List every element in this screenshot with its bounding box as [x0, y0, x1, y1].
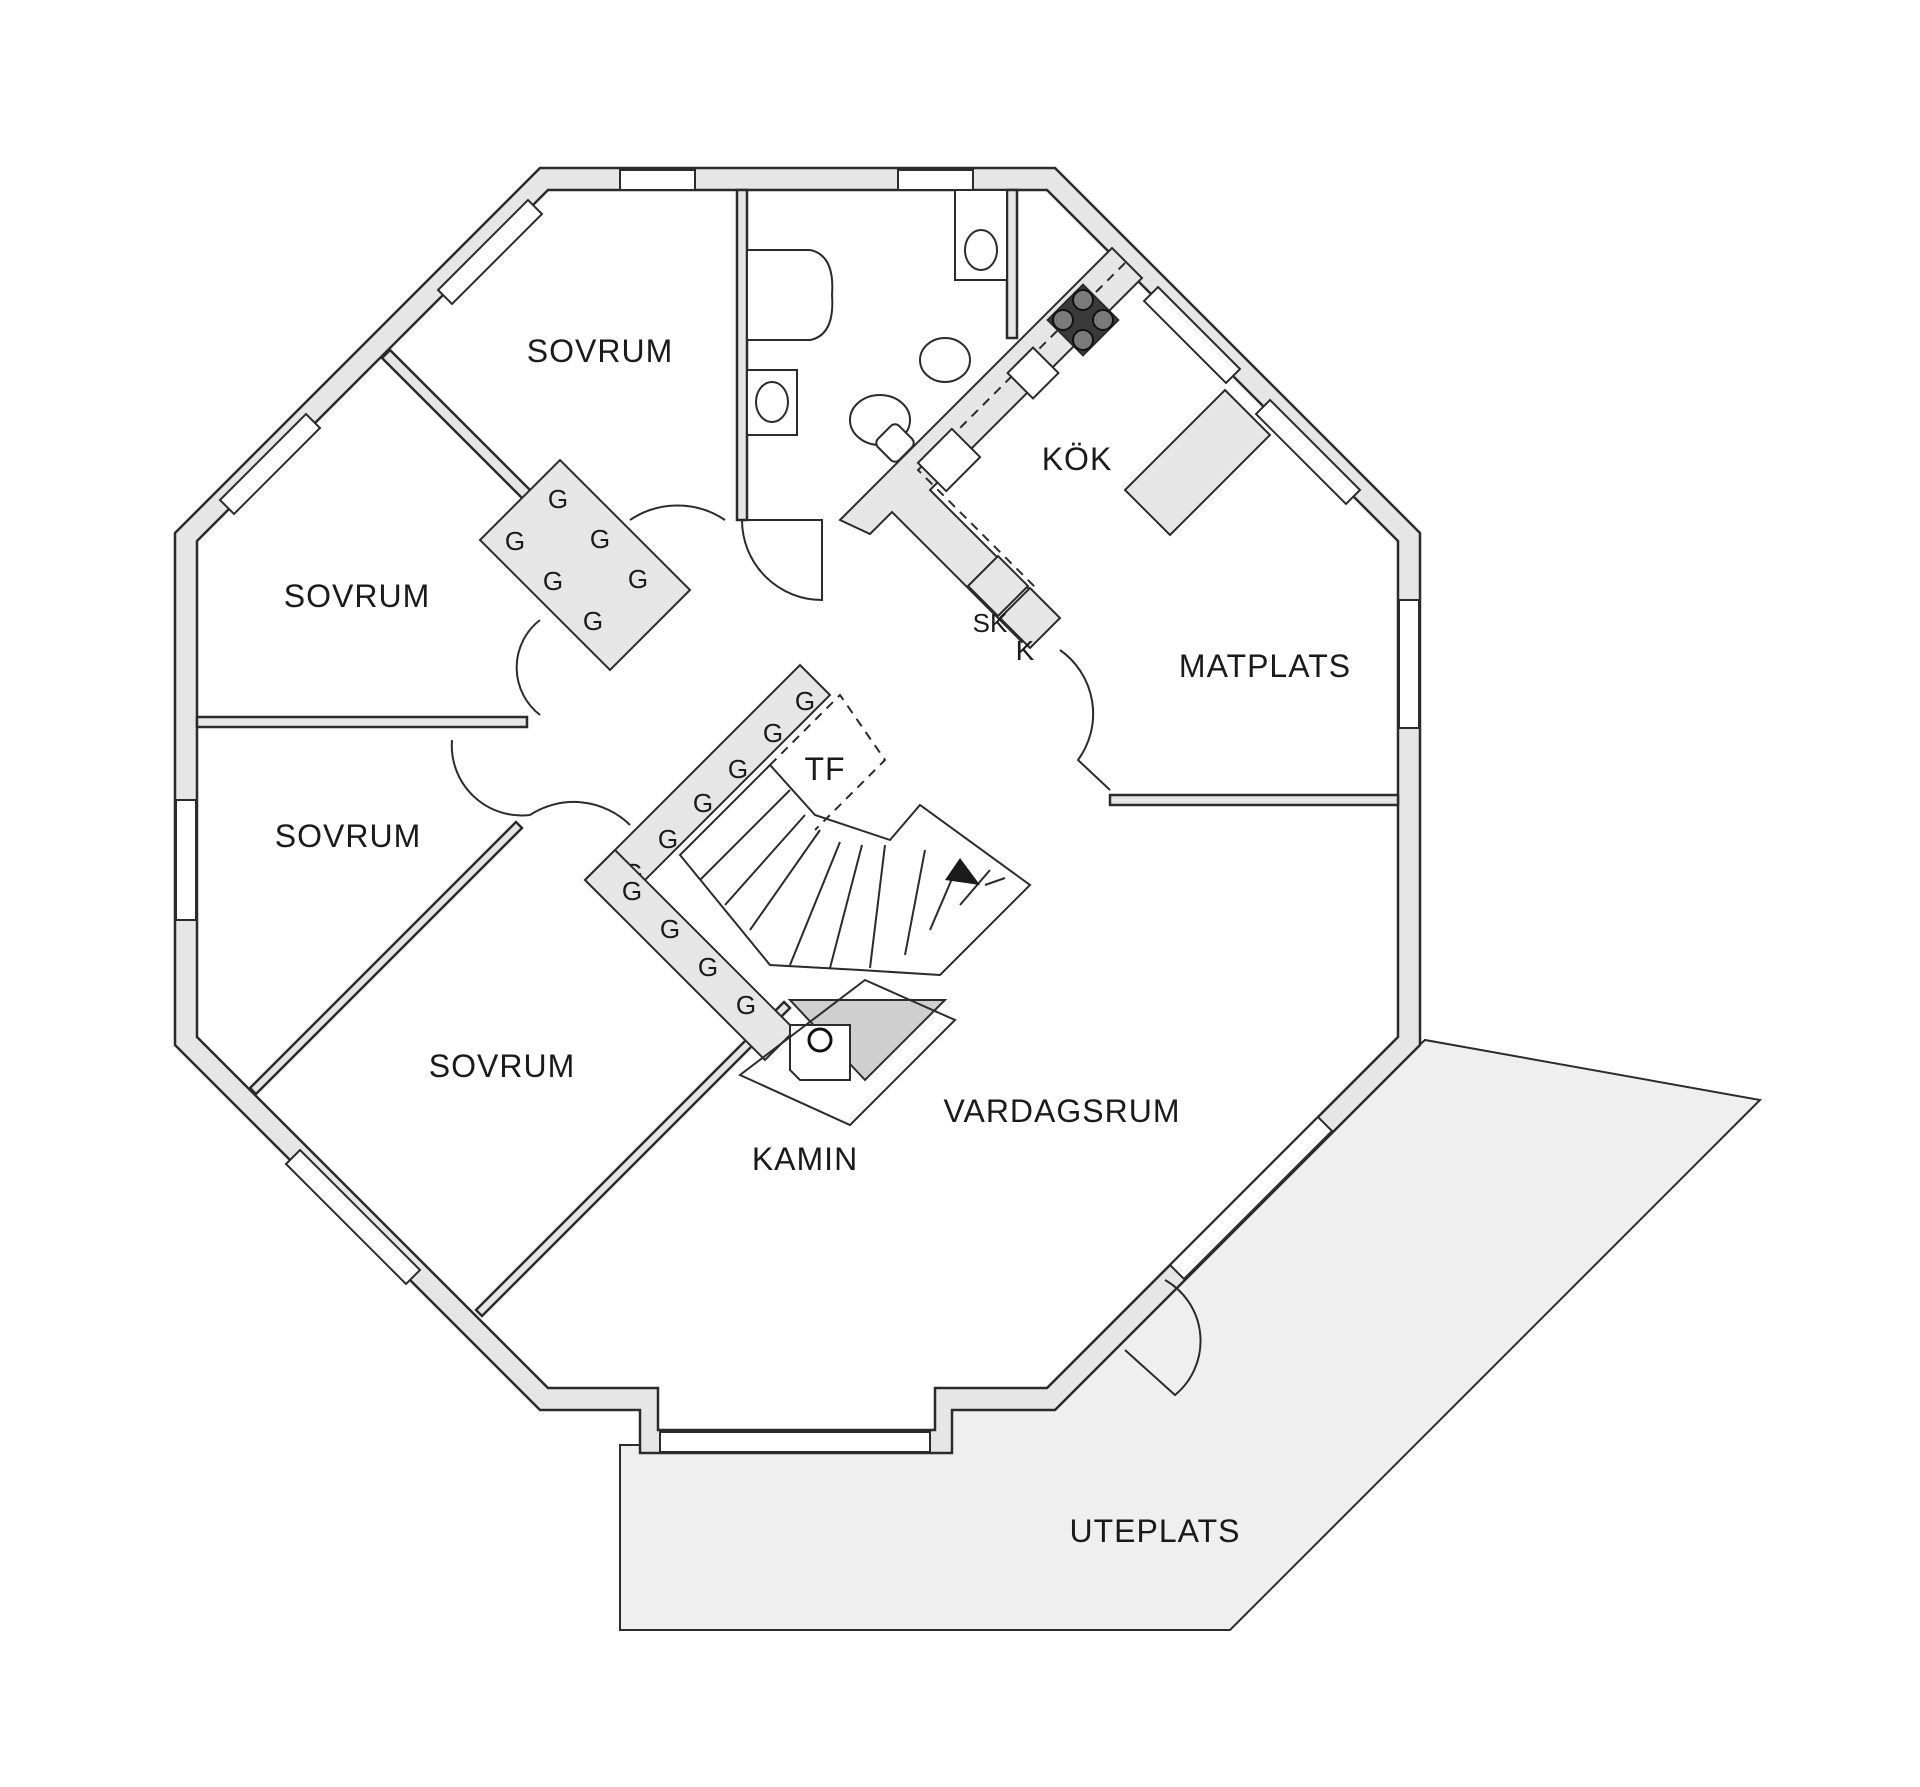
- wall-dining-living: [1108, 793, 1400, 807]
- door-bathroom[interactable]: [740, 519, 823, 602]
- washbasin-right-bowl: [964, 229, 998, 271]
- fireplace: [738, 978, 957, 1127]
- dishwasher-label: SK: [973, 608, 1008, 638]
- stove: [1046, 283, 1120, 357]
- door-bedroom-bottom[interactable]: [529, 800, 631, 826]
- door-bedroom-left-upper[interactable]: [515, 619, 541, 716]
- wardrobe-label: G: [622, 876, 642, 906]
- window-left-diag: [218, 412, 322, 516]
- bathroom-fixtures: [746, 189, 1008, 463]
- door-bedroom-left-lower[interactable]: [450, 739, 531, 817]
- burner-2: [1052, 309, 1074, 331]
- wardrobe-label: G: [763, 718, 783, 748]
- wardrobe-label: G: [583, 606, 603, 636]
- window-bottom: [659, 1431, 931, 1453]
- stair-direction-arrow: [945, 858, 980, 885]
- fridge-unit: [998, 586, 1062, 650]
- wall-bath-right: [1005, 188, 1019, 340]
- window-top-1: [619, 169, 696, 191]
- sink-double: [916, 427, 982, 493]
- kitchen: K SK: [838, 246, 1272, 666]
- sink-small: [1006, 346, 1060, 400]
- door-terrace[interactable]: [1124, 1279, 1202, 1397]
- wardrobe-label: G: [505, 526, 525, 556]
- window-tl-diag: [436, 198, 544, 306]
- wardrobe-label: G: [795, 686, 815, 716]
- label-fireplace: KAMIN: [752, 1141, 858, 1177]
- label-terrace: UTEPLATS: [1070, 1513, 1241, 1549]
- burner-1: [1072, 289, 1094, 311]
- stair-outline: [678, 763, 1032, 977]
- washbasin-left-bowl: [755, 381, 789, 423]
- counter-upper-cabinet-line: [916, 262, 1126, 591]
- door-bedroom-top[interactable]: [629, 504, 726, 521]
- fireplace-base: [738, 978, 957, 1127]
- wall-bath-left: [735, 188, 749, 522]
- label-living: VARDAGSRUM: [944, 1093, 1181, 1129]
- bidet: [919, 337, 971, 383]
- hatch-label: TF: [804, 751, 845, 787]
- window-br-diag: [1168, 1115, 1334, 1281]
- door-dining[interactable]: [1059, 649, 1111, 791]
- window-left: [175, 799, 197, 921]
- fireplace-flue: [807, 1027, 833, 1053]
- wall-diag-living: [474, 1000, 792, 1318]
- room-labels: SOVRUM SOVRUM SOVRUM SOVRUM KÖK MATPLATS…: [275, 333, 1351, 1549]
- label-bedroom-left-lower: SOVRUM: [275, 818, 421, 854]
- kitchen-island: [1123, 388, 1272, 537]
- wall-left-bedrooms: [195, 715, 529, 729]
- wardrobe-label: G: [590, 524, 610, 554]
- label-bedroom-bottom: SOVRUM: [429, 1048, 575, 1084]
- fridge-label: K: [1016, 635, 1035, 666]
- window-tr-diag-2: [1254, 398, 1362, 506]
- bathtub: [746, 249, 834, 341]
- wardrobe-label: G: [728, 754, 748, 784]
- staircase: G G G G G G G G G G TF: [583, 663, 1032, 1062]
- label-bedroom-left-upper: SOVRUM: [284, 578, 430, 614]
- dishwasher-unit: [966, 554, 1030, 618]
- window-tr-diag-1: [1142, 285, 1242, 385]
- wall-diag-bedroom-low: [248, 820, 524, 1096]
- wardrobe-label: G: [660, 914, 680, 944]
- doors[interactable]: [450, 504, 1202, 1397]
- wardrobe-label: G: [543, 566, 563, 596]
- window-right: [1398, 599, 1420, 729]
- hatch-outline: [769, 693, 887, 831]
- wardrobe-label: G: [658, 824, 678, 854]
- label-bedroom-top: SOVRUM: [527, 333, 673, 369]
- label-kitchen: KÖK: [1042, 441, 1113, 477]
- window-bl-diag: [284, 1148, 422, 1286]
- label-dining: MATPLATS: [1179, 648, 1351, 684]
- wardrobe-label: G: [693, 788, 713, 818]
- windows: [175, 169, 1420, 1453]
- burner-3: [1092, 309, 1114, 331]
- wardrobe-label: G: [628, 564, 648, 594]
- stair-treads: [699, 789, 1006, 969]
- interior-floor: [195, 188, 1400, 1432]
- wardrobe-block-upper: [478, 458, 692, 672]
- window-top-2: [897, 169, 974, 191]
- wardrobes-upper: G G G G G G: [478, 458, 692, 672]
- wardrobe-label: G: [698, 952, 718, 982]
- burner-4: [1072, 329, 1094, 351]
- wardrobe-label: G: [736, 990, 756, 1020]
- wardrobe-label: G: [548, 484, 568, 514]
